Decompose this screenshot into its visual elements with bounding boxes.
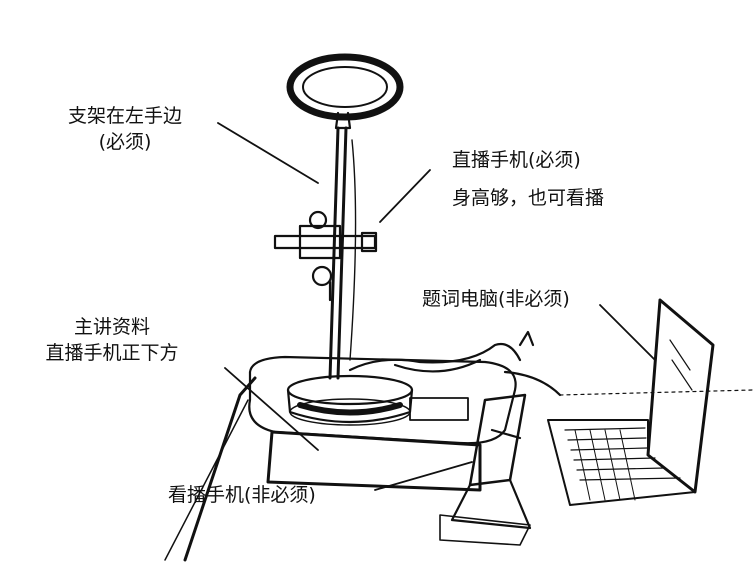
stand-pole xyxy=(330,128,356,378)
viewer-phone-stand xyxy=(440,395,530,545)
label-live-phone-line2: 身高够，也可看播 xyxy=(452,185,604,211)
label-material: 主讲资料 直播手机正下方 xyxy=(22,314,202,366)
label-stand: 支架在左手边 (必须) xyxy=(40,103,210,155)
stand-base xyxy=(288,376,412,425)
label-prompter-line1: 题词电脑(非必须) xyxy=(422,286,570,312)
label-stand-line2: (必须) xyxy=(40,129,210,155)
phone-holder xyxy=(275,212,376,300)
laptop xyxy=(548,300,713,505)
label-material-line2: 直播手机正下方 xyxy=(22,340,202,366)
ring-light xyxy=(290,57,400,128)
label-viewer-phone: 看播手机(非必须) xyxy=(168,482,316,508)
label-live-phone: 直播手机(必须) 身高够，也可看播 xyxy=(452,147,604,211)
label-live-phone-line1: 直播手机(必须) xyxy=(452,147,604,173)
label-stand-line1: 支架在左手边 xyxy=(40,103,210,129)
label-prompter: 题词电脑(非必须) xyxy=(422,286,570,312)
label-viewer-phone-line1: 看播手机(非必须) xyxy=(168,482,316,508)
label-material-line1: 主讲资料 xyxy=(22,314,202,340)
